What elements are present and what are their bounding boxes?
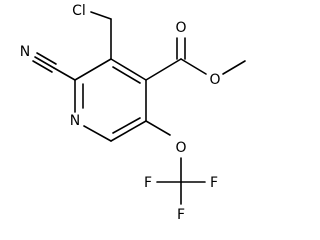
atom-n-nitrile: N	[20, 44, 30, 60]
bond-c6-n1	[83, 125, 112, 142]
atom-f-bottom: F	[177, 207, 185, 223]
atom-o-ether: O	[175, 140, 186, 156]
bond-c4-carbonyl	[145, 58, 182, 81]
bond-c3-c4	[110, 58, 147, 81]
bonds	[32, 11, 246, 205]
bond-cn-triple-1	[34, 56, 55, 69]
molecule-drawing: Cl N N O O O F F F	[20, 3, 246, 223]
atom-cl: Cl	[72, 3, 86, 19]
atom-f-left: F	[144, 175, 152, 191]
atom-f-right: F	[210, 175, 218, 191]
bond-carbonyl-oester	[180, 58, 207, 75]
bond-c2-cn	[53, 67, 76, 81]
bond-c5-c6	[110, 120, 147, 142]
structure-canvas: Cl N N O O O F F F	[20, 3, 246, 223]
bond-cn-triple-2	[36, 52, 57, 65]
bond-oester-methyl	[222, 60, 246, 75]
atom-o-carbonyl: O	[175, 20, 186, 36]
atom-o-ester: O	[209, 72, 220, 88]
bond-ch2-cl	[90, 11, 112, 20]
bond-c5-oether	[145, 120, 171, 136]
atom-labels: Cl N N O O O F F F	[20, 3, 221, 223]
bond-c3-c4-inner	[112, 66, 141, 84]
atom-n-ring: N	[70, 113, 80, 129]
bond-c2-c3	[74, 58, 112, 81]
bond-cn-triple-3	[32, 60, 53, 73]
bond-c5-c6-inner	[112, 117, 141, 134]
